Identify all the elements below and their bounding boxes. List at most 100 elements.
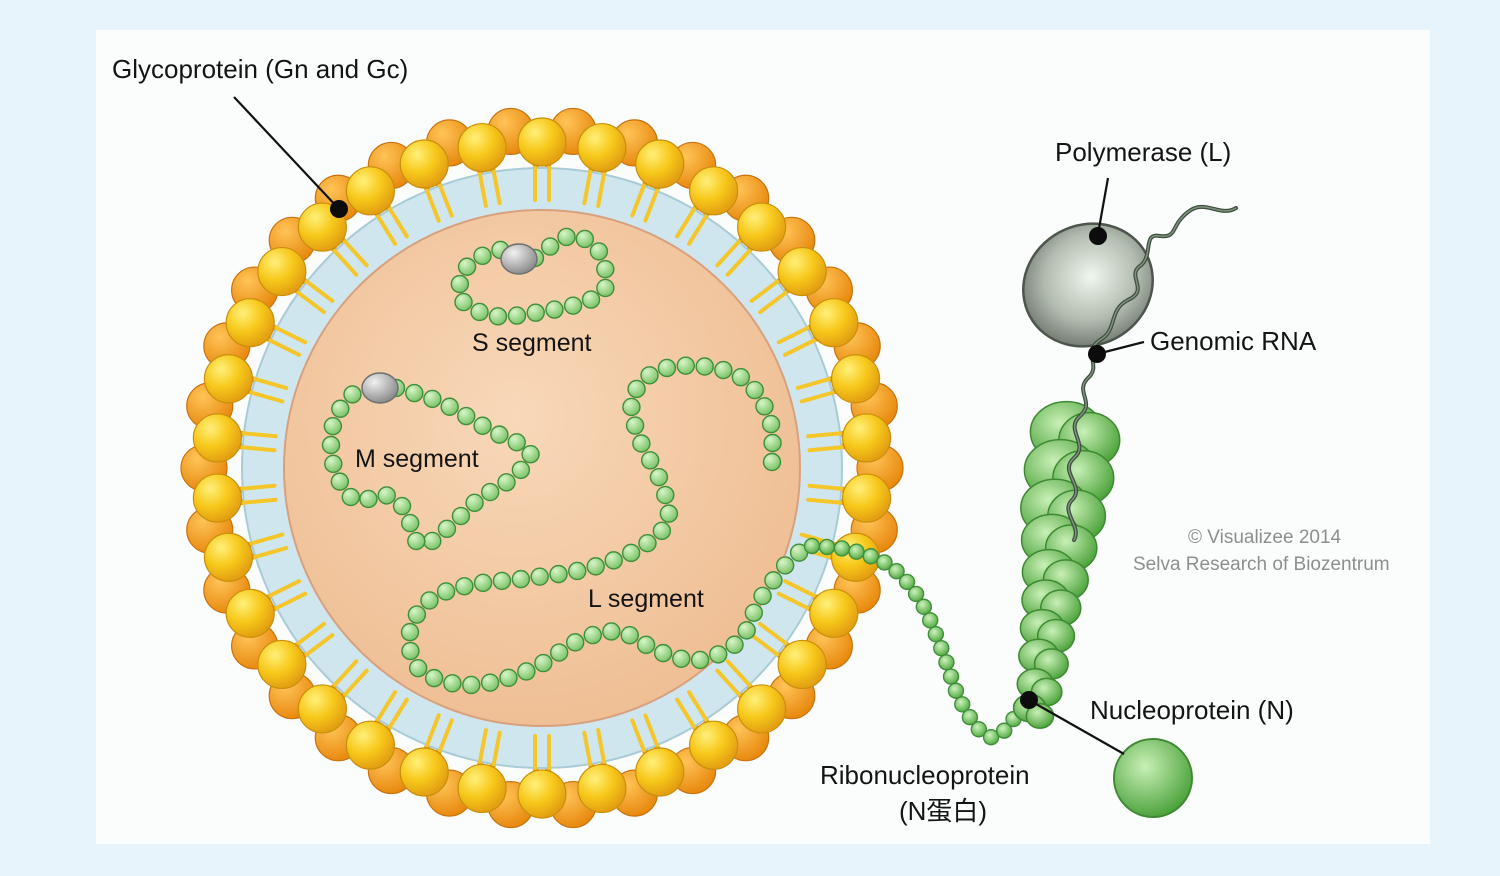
segment-bead <box>753 586 772 606</box>
rnp-bead <box>922 612 939 629</box>
segment-bead <box>400 622 420 642</box>
segment-bead <box>545 300 564 319</box>
lipid-tail-inner <box>240 445 277 453</box>
lipid-tail-inner <box>806 431 843 439</box>
nucleoprotein-leader <box>1028 699 1125 755</box>
lipid-tail-inner <box>241 431 278 439</box>
rnp-bead <box>876 554 893 571</box>
segment-bead <box>586 557 605 576</box>
lipid-head <box>577 122 627 173</box>
segment-bead <box>473 416 492 435</box>
lipid-tail-inner <box>715 668 741 697</box>
segment-bead <box>507 306 527 325</box>
lipid-tail-inner <box>725 659 752 687</box>
rnp-bead <box>942 668 960 685</box>
nucleoprotein-pointer-dot <box>1020 691 1038 709</box>
lipid-head <box>809 298 859 348</box>
segment-bead <box>640 366 659 385</box>
lipid-tail-inner <box>795 377 831 390</box>
lipid-head <box>689 166 739 216</box>
segment-bead <box>596 259 615 279</box>
lipid-tail-inner <box>776 326 810 345</box>
lipid-head <box>517 117 567 167</box>
lipid-tail-inner <box>758 290 788 315</box>
segment-bead <box>566 633 585 652</box>
lipid-head <box>577 763 627 814</box>
segment-bead <box>714 360 733 380</box>
nucleoprotein-n <box>1113 738 1193 818</box>
label-polymerase: Polymerase (L) <box>1055 137 1231 167</box>
lipid-head <box>192 413 242 463</box>
segment-bead <box>622 397 641 417</box>
rnp-bead <box>848 543 865 560</box>
lipid-tail-inner <box>304 279 335 303</box>
segment-bead <box>462 675 481 695</box>
credit-line-2: Selva Research of Biozentrum <box>1133 554 1390 575</box>
segment-bead <box>499 668 518 688</box>
rnp-bead <box>803 537 821 555</box>
label-genomic-rna: Genomic RNA <box>1150 326 1317 356</box>
segment-bead <box>575 229 595 249</box>
polymerase-leader <box>1096 177 1110 235</box>
segment-bead <box>638 533 657 553</box>
segment-bead <box>649 467 669 487</box>
segment-bead <box>625 416 645 435</box>
segment-bead <box>377 486 396 505</box>
segment-bead <box>761 414 781 434</box>
glycoprotein-pointer-dot <box>330 200 348 218</box>
segment-bead <box>745 380 764 400</box>
segment-bead <box>480 673 500 692</box>
lipid-head <box>345 166 395 216</box>
segment-bead <box>589 242 609 261</box>
lipid-tail-inner <box>274 326 308 345</box>
lipid-tail-inner <box>425 188 441 223</box>
lipid-tail-inner <box>376 690 397 722</box>
lipid-tail-inner <box>268 338 301 357</box>
lipid-tail-inner <box>675 207 696 239</box>
viral-core <box>283 209 801 727</box>
segment-bead <box>457 257 477 276</box>
segment-bead <box>400 513 420 533</box>
lipid-tail-inner <box>438 183 454 218</box>
ribonucleoprotein-chain <box>803 537 1030 746</box>
segment-bead <box>640 451 660 470</box>
rnp-bead <box>995 722 1013 739</box>
segment-bead <box>457 406 476 426</box>
rnp-bead <box>970 721 988 738</box>
segment-bead <box>343 385 362 404</box>
segment-bead <box>690 650 710 670</box>
credit-line-1: © Visualizee 2014 <box>1188 527 1342 548</box>
lipid-head <box>830 354 881 404</box>
lipid-head <box>257 639 307 690</box>
lipid-head <box>225 588 275 638</box>
lipid-tail-inner <box>749 633 780 657</box>
segment-bead <box>755 397 774 416</box>
rnp-bead <box>947 682 965 699</box>
lipid-tail-inner <box>758 621 788 646</box>
segment-bead <box>581 290 601 309</box>
lipid-tail-inner <box>643 188 659 223</box>
segment-bead <box>492 571 512 591</box>
lipid-tail-inner <box>749 279 780 303</box>
segment-bead <box>620 626 639 645</box>
lipid-tail-inner <box>725 249 752 277</box>
lipid-tail-inner <box>477 172 488 208</box>
segment-bead <box>511 569 531 589</box>
lipid-tail-inner <box>253 546 289 559</box>
segment-bead <box>549 564 568 584</box>
rnp-bead <box>982 729 1000 746</box>
lipid-tail-inner <box>240 483 277 491</box>
label-m-segment: M segment <box>355 445 479 473</box>
lipid-head <box>737 202 787 252</box>
lipid-head <box>842 413 892 463</box>
lipid-head <box>297 684 347 734</box>
segment-bead <box>440 397 459 416</box>
lipid-tail-inner <box>425 713 441 748</box>
segment-bead <box>451 506 471 526</box>
lipid-tail-inner <box>343 239 369 268</box>
lipid-head <box>809 588 859 638</box>
lipid-tail-inner <box>438 718 454 753</box>
lipid-tail-inner <box>675 697 696 729</box>
